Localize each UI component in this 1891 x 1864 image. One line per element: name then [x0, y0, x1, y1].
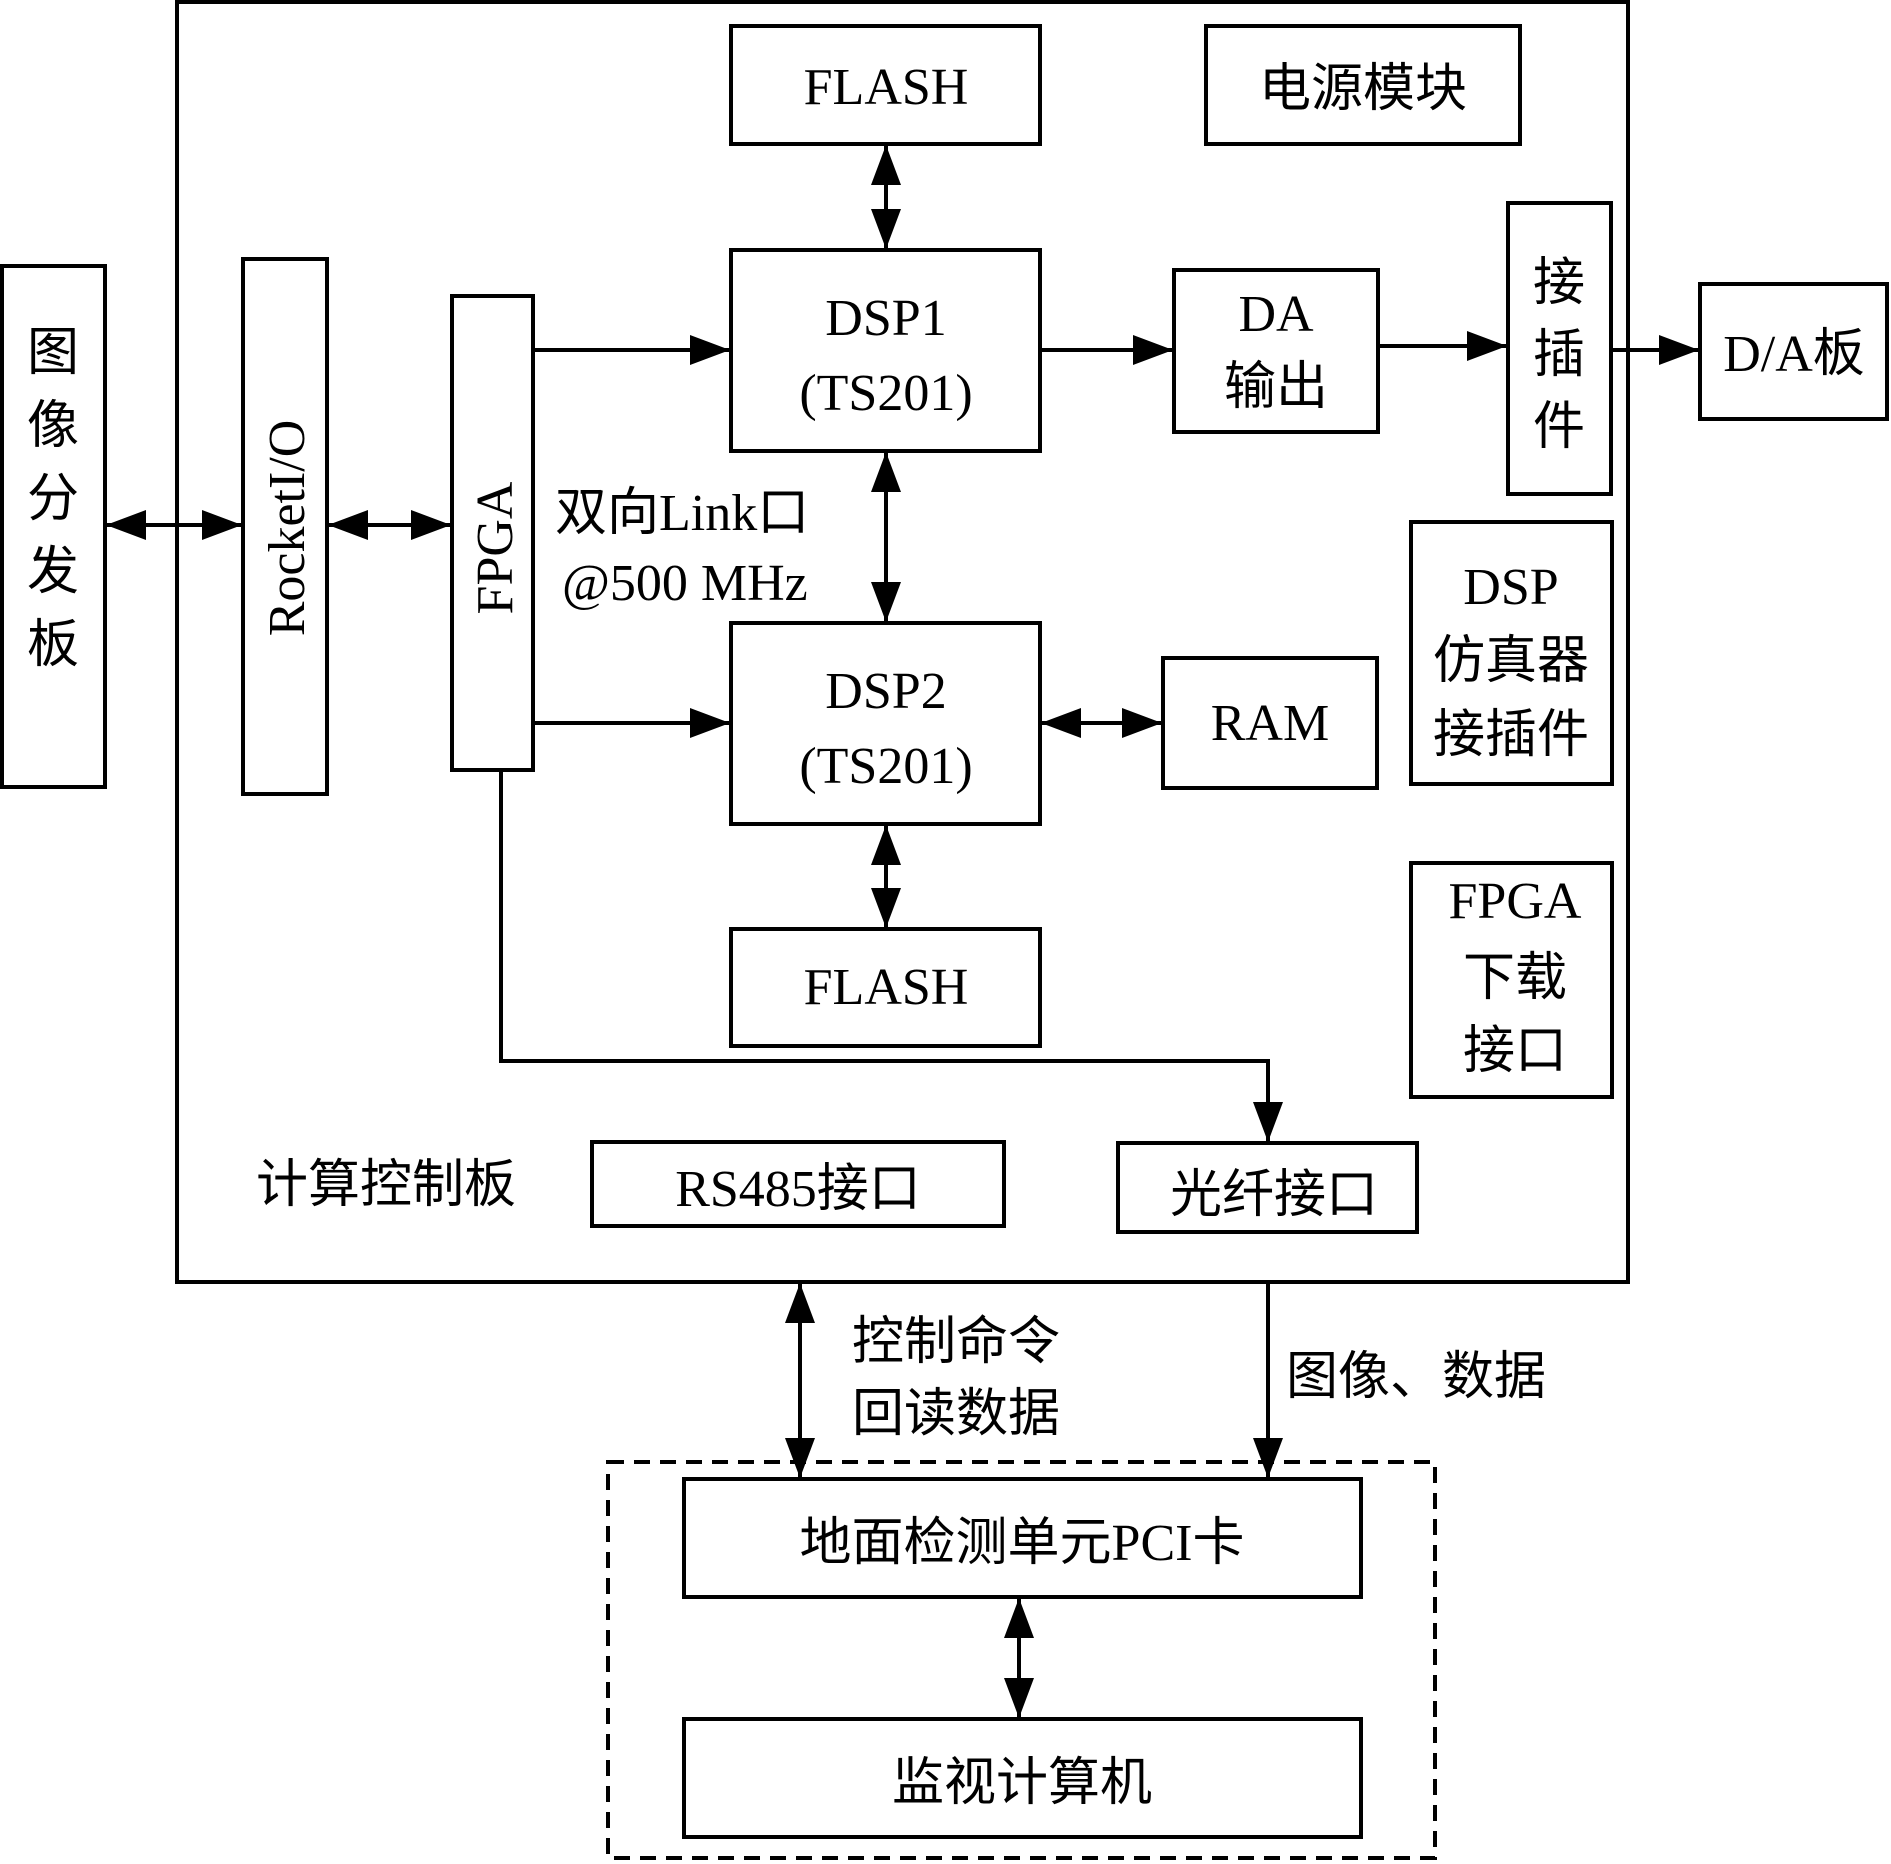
link-fpga-fiber	[499, 772, 1283, 1142]
dsp-emulator-block: DSP 仿真器 接插件	[1409, 520, 1614, 786]
image-dist-char: 图	[27, 325, 79, 382]
fpga-download-line1: FPGA	[1449, 873, 1582, 930]
flash-bottom-label: FLASH	[804, 959, 969, 1016]
image-dist-char: 发	[27, 544, 79, 601]
monitor-computer-label: 监视计算机	[892, 1755, 1152, 1812]
image-dist-char: 分	[27, 471, 79, 528]
dsp1-block: DSP1 (TS201)	[729, 248, 1042, 453]
link-label-line1: 双向Link口	[555, 485, 809, 542]
image-dist-char: 板	[27, 617, 79, 674]
image-distribution-board: 图 像 分 发 板	[0, 264, 107, 789]
fpga-download-line3: 接口	[1463, 1023, 1567, 1080]
power-module-block: 电源模块	[1204, 24, 1522, 146]
dsp1-model: (TS201)	[799, 365, 972, 422]
da-board-block: D/A板	[1698, 282, 1889, 421]
rs485-label: RS485接口	[675, 1161, 921, 1218]
monitor-computer-block: 监视计算机	[682, 1717, 1363, 1839]
rocketio-label: RocketI/O	[259, 420, 316, 637]
da-output-line2: 输出	[1224, 359, 1328, 416]
compute-board-outline	[175, 0, 1630, 1284]
compute-board-label: 计算控制板	[256, 1157, 516, 1214]
dsp1-label: DSP1	[825, 290, 946, 347]
flash-bottom-block: FLASH	[729, 927, 1042, 1048]
ram-block: RAM	[1161, 656, 1379, 790]
link-label-line2: @500 MHz	[562, 555, 808, 612]
dsp-emulator-line2: 仿真器	[1433, 633, 1589, 690]
flash-top-label: FLASH	[804, 59, 969, 116]
connector-char: 插	[1533, 327, 1585, 384]
dsp2-model: (TS201)	[799, 738, 972, 795]
rs485-block: RS485接口	[590, 1140, 1006, 1228]
fpga-block: FPGA	[450, 294, 535, 772]
fiber-port-label: 光纤接口	[1170, 1167, 1378, 1224]
ctrl-label-line2: 回读数据	[852, 1386, 1060, 1443]
dsp2-label: DSP2	[825, 663, 946, 720]
da-output-block: DA 输出	[1172, 268, 1380, 434]
fpga-download-line2: 下载	[1463, 950, 1567, 1007]
fiber-port-block: 光纤接口	[1116, 1141, 1419, 1234]
connector-block: 接 插 件	[1506, 201, 1613, 496]
ground-unit-outline	[606, 1460, 1437, 1860]
connector-char: 件	[1533, 399, 1585, 456]
power-module-label: 电源模块	[1259, 61, 1467, 118]
dsp2-block: DSP2 (TS201)	[729, 621, 1042, 826]
rocketio-block: RocketI/O	[241, 257, 329, 796]
pci-card-label: 地面检测单元PCI卡	[800, 1515, 1245, 1572]
image-data-label: 图像、数据	[1286, 1349, 1546, 1406]
ctrl-label-line1: 控制命令	[852, 1313, 1060, 1371]
da-board-label: D/A板	[1723, 326, 1865, 383]
dsp-emulator-line3: 接插件	[1433, 707, 1589, 764]
connector-char: 接	[1533, 255, 1585, 312]
image-dist-char: 像	[27, 398, 79, 455]
fpga-label: FPGA	[467, 481, 524, 614]
fpga-download-block: FPGA 下载 接口	[1409, 861, 1614, 1099]
da-output-line1: DA	[1238, 286, 1314, 343]
pci-card-block: 地面检测单元PCI卡	[682, 1477, 1363, 1599]
ram-label: RAM	[1211, 695, 1329, 752]
dsp-emulator-line1: DSP	[1463, 559, 1558, 616]
flash-top-block: FLASH	[729, 24, 1042, 146]
